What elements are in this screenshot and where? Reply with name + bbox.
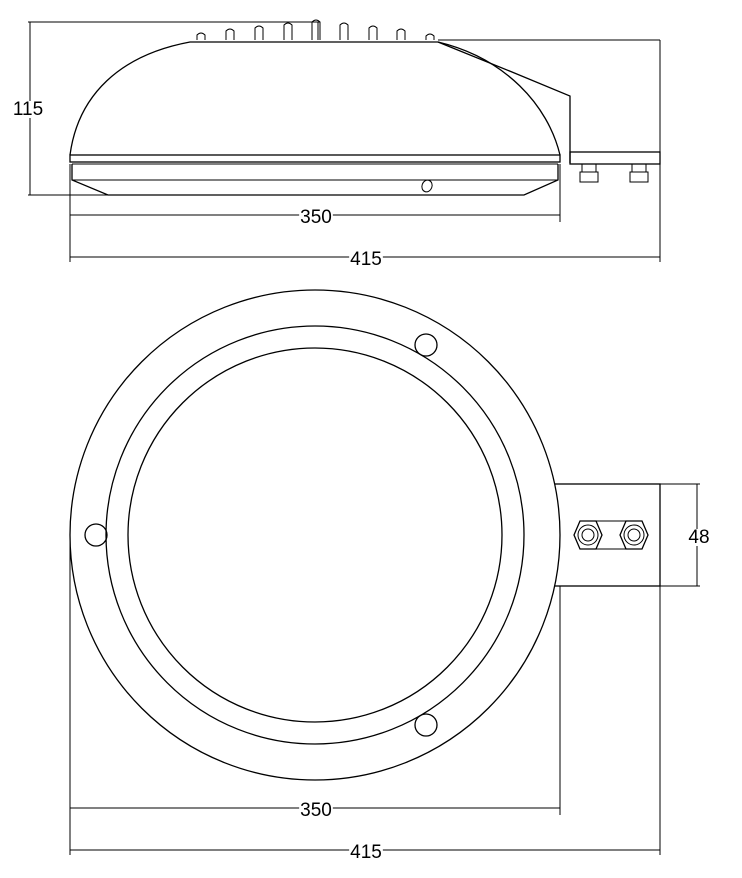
side-bolt-left [579, 163, 599, 183]
mounting-hole-top [414, 333, 438, 357]
dimension-side-outer [69, 39, 661, 262]
dimension-side-outer-label: 415 [350, 249, 382, 270]
dimension-side-inner-label: 350 [300, 207, 332, 228]
side-view: 115 350 415 [11, 19, 661, 270]
lamp-dome [69, 41, 561, 156]
mounting-hole-left [84, 523, 108, 547]
top-view: 48 350 415 [69, 289, 711, 863]
side-bracket [437, 41, 571, 163]
dimension-bracket-label: 48 [688, 527, 709, 548]
lens-ring [127, 347, 503, 723]
top-bolt-left [573, 520, 603, 550]
dimension-height-label: 115 [13, 99, 43, 120]
lamp-lens [71, 164, 559, 196]
cooling-fins [196, 19, 435, 40]
mounting-hole-bottom [414, 713, 438, 737]
dimension-top-outer-label: 415 [350, 842, 382, 863]
dimension-top-inner-label: 350 [300, 800, 332, 821]
side-bolt-right [629, 163, 649, 183]
lens-screw [421, 179, 433, 193]
housing-outer-ring [69, 289, 561, 781]
lamp-flange [69, 154, 561, 163]
housing-middle-ring [105, 325, 525, 745]
top-bolt-right [619, 520, 649, 550]
side-mount-block [569, 151, 661, 165]
